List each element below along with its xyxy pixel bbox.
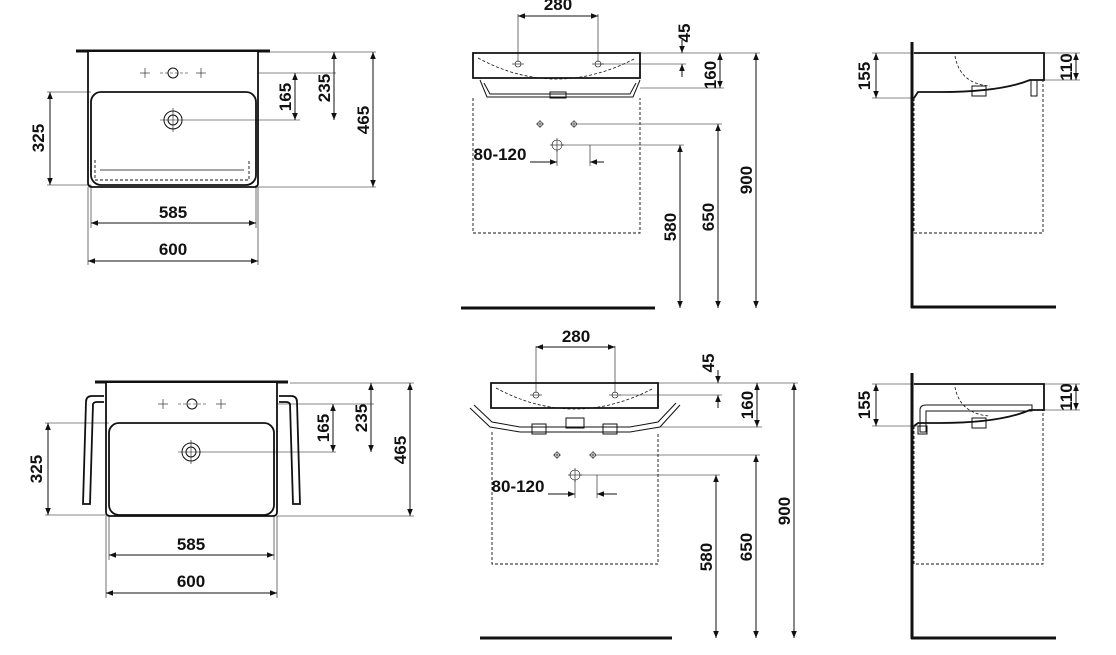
dim-585: 585 (177, 535, 205, 554)
tap-hole-icon (158, 398, 226, 410)
rail-bracket (1030, 79, 1038, 97)
dim-45: 45 (699, 354, 718, 373)
dim-80-120: 80-120 (474, 145, 527, 164)
dim-160: 160 (738, 391, 757, 419)
dim-325: 325 (29, 124, 48, 152)
bowl-dashed-line (94, 160, 250, 181)
tap-hole-icon (140, 67, 206, 79)
towel-rail (469, 404, 681, 433)
dim-585: 585 (159, 203, 187, 222)
dim-600: 600 (177, 572, 205, 591)
dim-900: 900 (737, 166, 756, 194)
bottom-front-view: 280 45 160 80-120 580 650 900 (469, 327, 798, 640)
dim-325: 325 (27, 455, 46, 483)
cabinet-outline (491, 432, 659, 565)
cabinet-outline (472, 98, 641, 234)
towel-rail-left (82, 395, 104, 505)
dim-580: 580 (661, 213, 680, 241)
dim-165: 165 (276, 83, 295, 111)
top-front-view: 280 45 160 80-120 580 650 900 (461, 0, 760, 310)
towel-rail-right (279, 395, 301, 505)
dim-110: 110 (1057, 53, 1076, 80)
dim-80-120: 80-120 (492, 477, 545, 496)
dim-155: 155 (855, 391, 874, 419)
bottom-plan-view: 165 235 465 325 585 600 (27, 380, 414, 598)
dim-650: 650 (737, 533, 756, 561)
waste-outlet-icon (160, 108, 258, 132)
basin-front (472, 52, 641, 79)
bottom-side-view: 155 110 (855, 373, 1080, 640)
basin-bowl (108, 422, 275, 516)
dim-110: 110 (1057, 383, 1076, 410)
towel-rail (919, 404, 1033, 433)
basin-side (913, 52, 1045, 99)
waste-point-icon (536, 120, 578, 152)
dim-465: 465 (354, 106, 373, 134)
cabinet-outline (913, 80, 1044, 234)
dim-160: 160 (701, 61, 720, 89)
dim-580: 580 (697, 543, 716, 571)
basin-bowl (90, 91, 257, 186)
dim-280: 280 (544, 0, 572, 14)
dim-465: 465 (391, 436, 410, 464)
dim-600: 600 (159, 240, 187, 259)
basin-front (490, 382, 659, 409)
cabinet-outline (913, 410, 1044, 565)
waste-outlet-icon (178, 440, 277, 464)
top-plan-view: 165 235 465 325 585 600 (29, 49, 376, 265)
dim-900: 900 (775, 497, 794, 525)
dim-235: 235 (352, 404, 371, 432)
dim-280: 280 (562, 327, 590, 346)
dim-165: 165 (314, 414, 333, 442)
waste-point-icon (553, 451, 597, 482)
dim-235: 235 (315, 74, 334, 102)
dim-45: 45 (675, 24, 694, 43)
towel-rail (479, 79, 641, 98)
dim-155: 155 (855, 62, 874, 90)
tap-hole-icon (530, 391, 621, 399)
top-side-view: 155 110 (855, 42, 1080, 309)
dim-650: 650 (699, 203, 718, 231)
